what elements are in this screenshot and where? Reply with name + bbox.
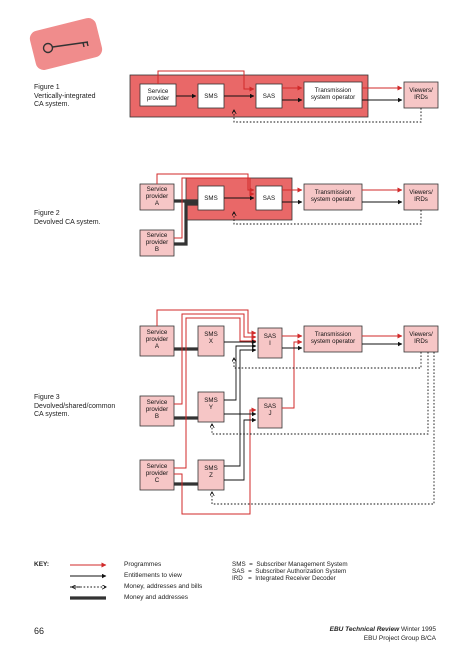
key-item-money-bills: Money, addresses and bills [124,583,203,590]
footer-journal-title: EBU Technical Review [329,626,400,633]
key-icon [42,41,89,54]
f2-sas-box [255,185,283,211]
f3-sas-j-box [257,397,283,429]
key-def-sas: SAS = Subscriber Authorization System [232,568,347,575]
f3-service-provider-c-box [139,459,175,491]
f2-service-provider-a-box [139,183,175,211]
figure-3-caption: Figure 3 Devolved/shared/common CA syste… [34,394,116,418]
page-number: 66 [34,626,45,636]
figure-1-caption: Figure 1 Vertically-integrated CA system… [34,84,96,108]
key-item-programmes: Programmes [124,561,162,568]
f3-sms-z-box [197,459,225,491]
f1-viewers-label: Viewers/IRDs [409,87,433,101]
key-item-money-addresses: Money and addresses [124,594,188,601]
key-def-ird: IRD = Integrated Receiver Decoder [232,575,336,582]
footer-group: EBU Project Group B/CA [363,635,436,642]
f2-sas-label: SAS [263,195,275,202]
f1-sms-label: SMS [204,93,217,100]
f1-sms-box [197,83,225,109]
key-item-entitlements: Entitlements to view [124,572,182,579]
key-title: KEY: [34,561,50,568]
f3-viewers-box [403,325,439,353]
f1-transmission-box [303,81,363,109]
key-def-sms: SMS = Subscriber Management System [232,561,348,568]
footer-season: Winter 1995 [399,626,436,633]
f2-transmission-box [303,183,363,211]
f1-programmes-line [157,70,255,92]
footer-journal: EBU Technical Review Winter 1995 [330,626,436,633]
f2-sms-label: SMS [204,195,217,202]
f3-viewers-label: Viewers/IRDs [409,331,433,345]
logo-badge [29,18,103,70]
f3-sas-i-box [257,327,283,359]
f2-money-addresses-b [174,202,198,246]
f2-service-provider-b-box [139,229,175,257]
f2-viewers-label: Viewers/IRDs [409,189,433,203]
f1-sas-box [255,83,283,109]
f1-money-line [234,108,422,123]
f1-sas-label: SAS [263,93,275,100]
figure-2-caption: Figure 2 Devolved CA system. [34,210,101,226]
key-legend [70,562,107,600]
f3-sms-y-box [197,391,225,423]
f3-service-provider-b-box [139,395,175,427]
f3-sms-x-box [197,325,225,357]
f1-viewers-box [403,81,439,109]
f3-transmission-box [303,325,363,353]
f3-service-provider-a-box [139,325,175,357]
